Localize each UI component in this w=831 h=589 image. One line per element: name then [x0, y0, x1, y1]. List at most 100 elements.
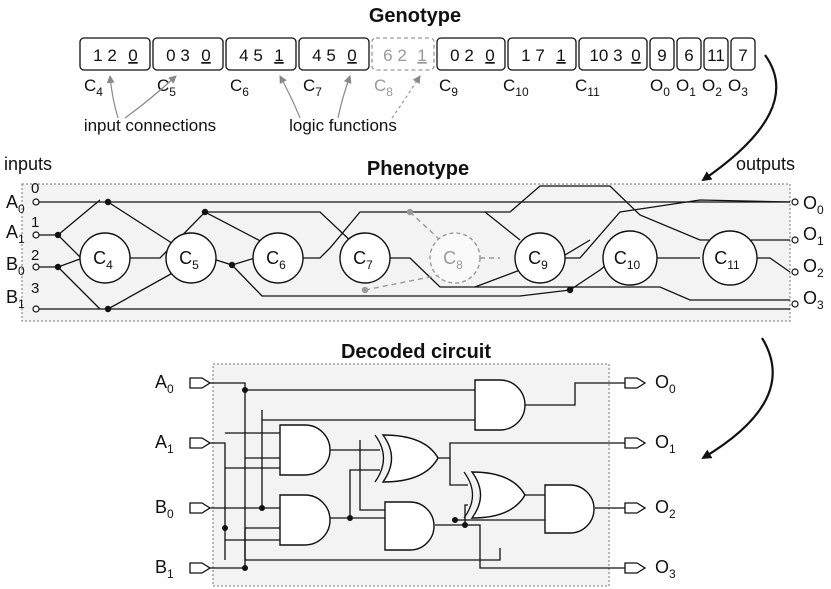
pointer-arrow	[106, 75, 119, 119]
gene-function: 1	[274, 46, 283, 65]
output-port	[791, 198, 799, 206]
junction-dot	[228, 261, 236, 269]
and-gate	[544, 484, 595, 534]
node-c8-inactive	[429, 232, 481, 284]
gene-function: 0	[347, 46, 356, 65]
input-index: 1	[31, 214, 39, 231]
and-gate	[474, 379, 526, 431]
wire	[210, 442, 226, 560]
gene-node-label: C10	[503, 76, 529, 99]
xor-gate-curve	[374, 434, 385, 483]
wire	[210, 527, 280, 569]
decoded-output-label: O0	[655, 372, 676, 396]
node-c5	[165, 232, 217, 284]
gene-connections: 0 2	[450, 46, 474, 65]
wire	[474, 269, 521, 288]
input-index: 0	[31, 180, 39, 197]
wire	[359, 440, 385, 511]
gene-box	[436, 37, 506, 71]
phenotype-ports	[32, 198, 799, 313]
output-port	[791, 236, 799, 244]
decoded-ports	[189, 377, 647, 574]
inactive-junction-dot	[361, 286, 369, 294]
input-port	[32, 198, 40, 206]
junction-dot	[347, 515, 353, 521]
wire	[57, 266, 101, 310]
node-c11	[702, 230, 758, 286]
gene-box	[225, 37, 297, 71]
output-node-label: O3	[728, 76, 748, 99]
output-pin	[624, 562, 647, 574]
gene-node-label-inactive: C8	[374, 76, 393, 99]
decoded-output-label: O2	[655, 497, 676, 521]
node-c7	[339, 232, 391, 284]
arrow-phenotype-to-decoded	[701, 337, 774, 460]
node-label: C7	[353, 248, 373, 272]
output-label: O1	[803, 224, 824, 248]
node-label: C5	[179, 248, 199, 272]
decoded-input-label: B0	[155, 497, 174, 521]
gene-box	[298, 37, 370, 71]
output-pin	[624, 437, 647, 449]
junction-dot	[566, 286, 574, 294]
node-label-inactive: C8	[443, 248, 463, 272]
gene-box	[79, 37, 151, 71]
gene-box-inactive	[371, 37, 435, 71]
node-c10	[602, 230, 658, 286]
decoded-output-label: O3	[655, 557, 676, 581]
pointer-arrow	[279, 75, 301, 119]
wire	[57, 199, 101, 236]
output-label: O0	[803, 193, 824, 217]
input-label: A1	[6, 222, 25, 246]
gene-connections-inactive: 6 2	[383, 46, 407, 65]
input-label: B1	[6, 287, 25, 311]
logic-functions-annotation: logic functions	[289, 116, 397, 135]
logic-gates	[279, 379, 595, 551]
wire	[300, 185, 790, 259]
genotype-row: 1 2 0 0 3 0 4 5 1 4 5 0 6 2 1 0 2 0 1 7 …	[79, 37, 756, 135]
node-label: C9	[528, 248, 548, 272]
output-gene-box	[676, 37, 702, 71]
wire	[209, 257, 571, 297]
input-port	[32, 263, 40, 271]
gene-function: 0	[201, 46, 210, 65]
decoded-junctions	[222, 387, 468, 571]
phenotype-region	[21, 183, 791, 322]
junction-dot	[242, 565, 248, 571]
gene-function: 0	[128, 46, 137, 65]
input-connections-annotation: input connections	[84, 116, 216, 135]
inactive-wire	[364, 274, 441, 291]
output-node-label: O2	[702, 76, 722, 99]
gene-connections: 1 2	[93, 46, 117, 65]
junction-dot	[54, 263, 62, 271]
input-pin	[189, 562, 212, 574]
gene-connections: 4 5	[239, 46, 263, 65]
gene-box	[578, 37, 648, 71]
wire	[565, 199, 791, 259]
junction-dot	[222, 525, 228, 531]
gene-connections: 4 5	[312, 46, 336, 65]
node-label: C10	[614, 248, 641, 272]
output-gene-box	[730, 37, 756, 71]
gene-function: 0	[631, 46, 640, 65]
output-node-label: O1	[676, 76, 696, 99]
outputs-label: outputs	[736, 154, 795, 174]
xor-gate	[470, 471, 526, 519]
gene-node-label: C11	[575, 76, 600, 99]
gene-node-label: C4	[84, 76, 103, 99]
gene-node-label: C6	[230, 76, 249, 99]
gene-box	[507, 37, 577, 71]
output-gene-value: 7	[738, 46, 747, 65]
gene-connections: 1 7	[521, 46, 545, 65]
output-gene-value: 11	[707, 46, 725, 65]
node-c9	[514, 232, 566, 284]
wire	[449, 458, 468, 486]
xor-gate	[381, 434, 439, 483]
input-index: 3	[31, 280, 39, 297]
node-label: C11	[714, 248, 740, 272]
decoded-output-label: O1	[655, 432, 676, 456]
gene-connections: 10 3	[589, 46, 622, 65]
wire	[465, 524, 625, 569]
decoded-input-label: A1	[155, 432, 174, 456]
input-port	[32, 305, 40, 313]
